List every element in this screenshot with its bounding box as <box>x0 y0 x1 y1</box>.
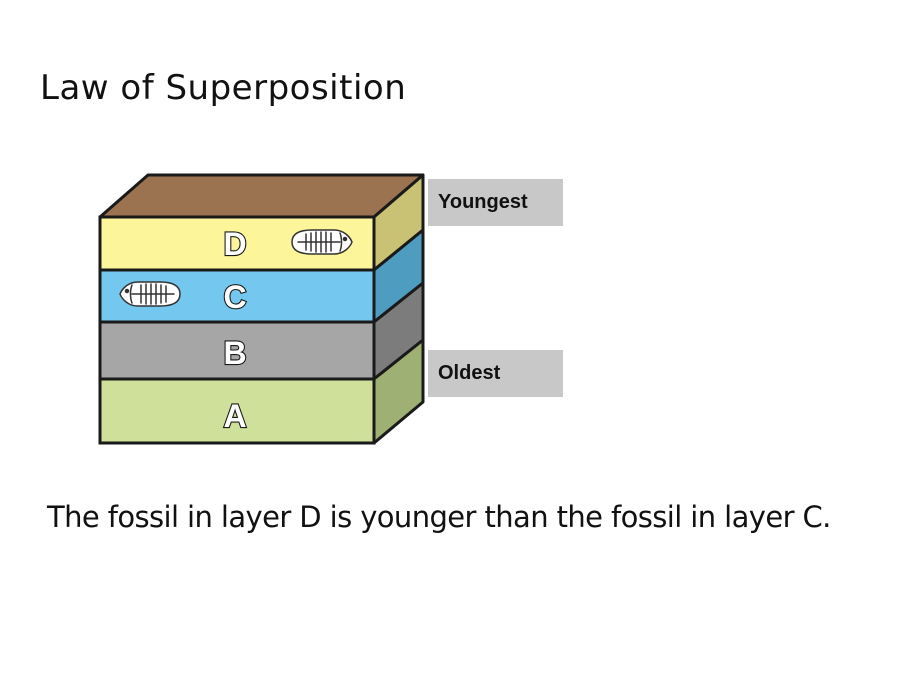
top-surface <box>98 173 425 219</box>
youngest-label: Youngest <box>428 179 563 226</box>
layer-a-label: A <box>223 398 246 434</box>
oldest-label: Oldest <box>428 350 563 397</box>
fish-skeleton-icon <box>119 281 181 307</box>
fish-skeleton-icon <box>291 229 353 255</box>
layer-c-label: C <box>223 279 246 315</box>
layer-b-label: B <box>223 335 246 371</box>
layer-b <box>98 320 376 381</box>
slide-title: Law of Superposition <box>40 68 407 108</box>
layer-a <box>98 377 376 445</box>
caption: The fossil in layer D is younger than th… <box>47 500 831 534</box>
layer-d-label: D <box>223 226 246 262</box>
